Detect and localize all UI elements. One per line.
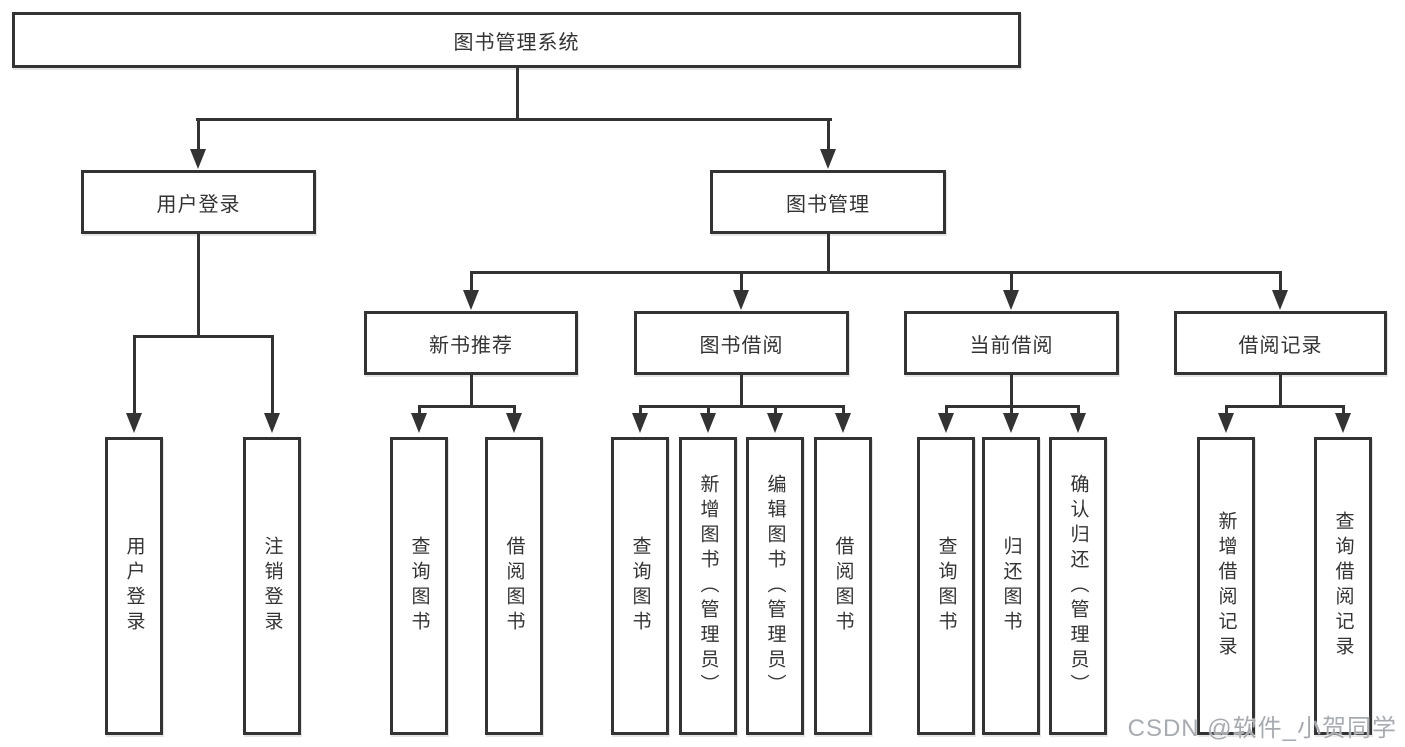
arrowhead-leaf (1218, 413, 1234, 433)
leaf-borrow-book: 借阅图书 (814, 437, 872, 735)
connector-stub (1342, 405, 1345, 415)
node-borrow-records: 借阅记录 (1174, 311, 1387, 375)
leaf-confirm-return-admin-label: 确认归还（管理员） (1067, 473, 1089, 699)
connector-stub (774, 405, 777, 415)
node-book-mgmt: 图书管理 (710, 170, 946, 234)
connector-new-book-rec-branch (418, 405, 516, 408)
connector-user-login-stem (197, 232, 200, 337)
connector-to-leaf-logout (271, 335, 274, 415)
leaf-user-login: 用户登录 (105, 437, 163, 735)
node-borrow-records-label: 借阅记录 (1238, 334, 1323, 357)
leaf-query-book-rec-label: 查询图书 (408, 536, 430, 636)
node-book-borrow-label: 图书借阅 (699, 334, 784, 357)
connector-stub (513, 405, 516, 415)
arrowhead-borrow-records (1272, 290, 1288, 310)
node-new-book-rec: 新书推荐 (364, 311, 578, 375)
arrowhead-current-borrow (1003, 290, 1019, 310)
connector-to-user-login (197, 118, 200, 151)
connector-root-branch (196, 118, 832, 121)
leaf-borrow-book-rec-label: 借阅图书 (503, 536, 525, 636)
leaf-user-login-label: 用户登录 (123, 536, 145, 636)
leaf-query-borrow-record: 查询借阅记录 (1314, 437, 1372, 735)
node-book-mgmt-label: 图书管理 (786, 193, 870, 216)
connector-root-stem (516, 67, 519, 120)
arrowhead-leaf (700, 413, 716, 433)
connector-new-book-rec-stem (470, 375, 473, 408)
connector-stub (418, 405, 421, 415)
leaf-query-book-rec: 查询图书 (390, 437, 448, 735)
node-new-book-rec-label: 新书推荐 (429, 334, 513, 357)
connector-current-borrow-stem (1010, 375, 1013, 408)
node-current-borrow-label: 当前借阅 (969, 334, 1054, 357)
arrowhead-leaf (1335, 413, 1351, 433)
leaf-query-borrow-record-label: 查询借阅记录 (1332, 511, 1354, 661)
arrowhead-leaf-logout (264, 413, 280, 433)
arrowhead-book-borrow (733, 290, 749, 310)
arrowhead-book-mgmt (820, 149, 836, 169)
connector-stub (707, 405, 710, 415)
connector-borrow-records-branch (1225, 405, 1345, 408)
node-current-borrow: 当前借阅 (904, 311, 1119, 375)
connector-book-mgmt-branch (470, 271, 1282, 274)
connector-book-mgmt-stem (827, 232, 830, 274)
arrowhead-leaf (767, 413, 783, 433)
node-user-login: 用户登录 (81, 170, 316, 234)
arrowhead-leaf (506, 413, 522, 433)
leaf-borrow-book-rec: 借阅图书 (485, 437, 543, 735)
node-user-login-label: 用户登录 (156, 193, 241, 216)
leaf-add-borrow-record: 新增借阅记录 (1197, 437, 1255, 735)
leaf-add-book-admin: 新增图书（管理员） (679, 437, 737, 735)
connector-to-new-book-rec (470, 271, 473, 292)
arrowhead-new-book-rec (463, 290, 479, 310)
leaf-add-borrow-record-label: 新增借阅记录 (1215, 511, 1237, 661)
arrowhead-leaf (1003, 413, 1019, 433)
connector-stub (1010, 405, 1013, 415)
connector-to-borrow-records (1279, 271, 1282, 292)
leaf-query-book-borrow: 查询图书 (611, 437, 669, 735)
leaf-add-book-admin-label: 新增图书（管理员） (697, 473, 719, 699)
leaf-query-book-current: 查询图书 (917, 437, 975, 735)
leaf-logout: 注销登录 (243, 437, 301, 735)
leaf-edit-book-admin-label: 编辑图书（管理员） (764, 473, 786, 699)
connector-stub (639, 405, 642, 415)
leaf-edit-book-admin: 编辑图书（管理员） (746, 437, 804, 735)
leaf-return-book-label: 归还图书 (1000, 536, 1022, 636)
connector-stub (945, 405, 948, 415)
leaf-confirm-return-admin: 确认归还（管理员） (1049, 437, 1107, 735)
arrowhead-leaf (938, 413, 954, 433)
arrowhead-leaf (411, 413, 427, 433)
connector-book-borrow-branch (639, 405, 845, 408)
arrowhead-leaf (632, 413, 648, 433)
connector-stub (1077, 405, 1080, 415)
connector-stub (1225, 405, 1228, 415)
leaf-logout-label: 注销登录 (261, 536, 283, 636)
arrowhead-leaf (835, 413, 851, 433)
leaf-query-book-current-label: 查询图书 (935, 536, 957, 636)
leaf-query-book-borrow-label: 查询图书 (629, 536, 651, 636)
connector-stub (842, 405, 845, 415)
arrowhead-leaf (1070, 413, 1086, 433)
connector-to-book-mgmt (827, 118, 830, 151)
arrowhead-leaf-login (126, 413, 142, 433)
connector-book-borrow-stem (740, 375, 743, 408)
arrowhead-user-login (190, 149, 206, 169)
node-root: 图书管理系统 (12, 12, 1021, 68)
connector-borrow-records-stem (1279, 375, 1282, 408)
connector-to-book-borrow (740, 271, 743, 292)
connector-user-login-branch (133, 335, 274, 338)
node-book-borrow: 图书借阅 (634, 311, 849, 375)
csdn-watermark: CSDN @软件_小贺同学 (1127, 715, 1397, 742)
leaf-borrow-book-label: 借阅图书 (832, 536, 854, 636)
connector-to-leaf-login (133, 335, 136, 415)
connector-to-current-borrow (1010, 271, 1013, 292)
node-root-label: 图书管理系统 (453, 31, 580, 54)
leaf-return-book: 归还图书 (982, 437, 1040, 735)
